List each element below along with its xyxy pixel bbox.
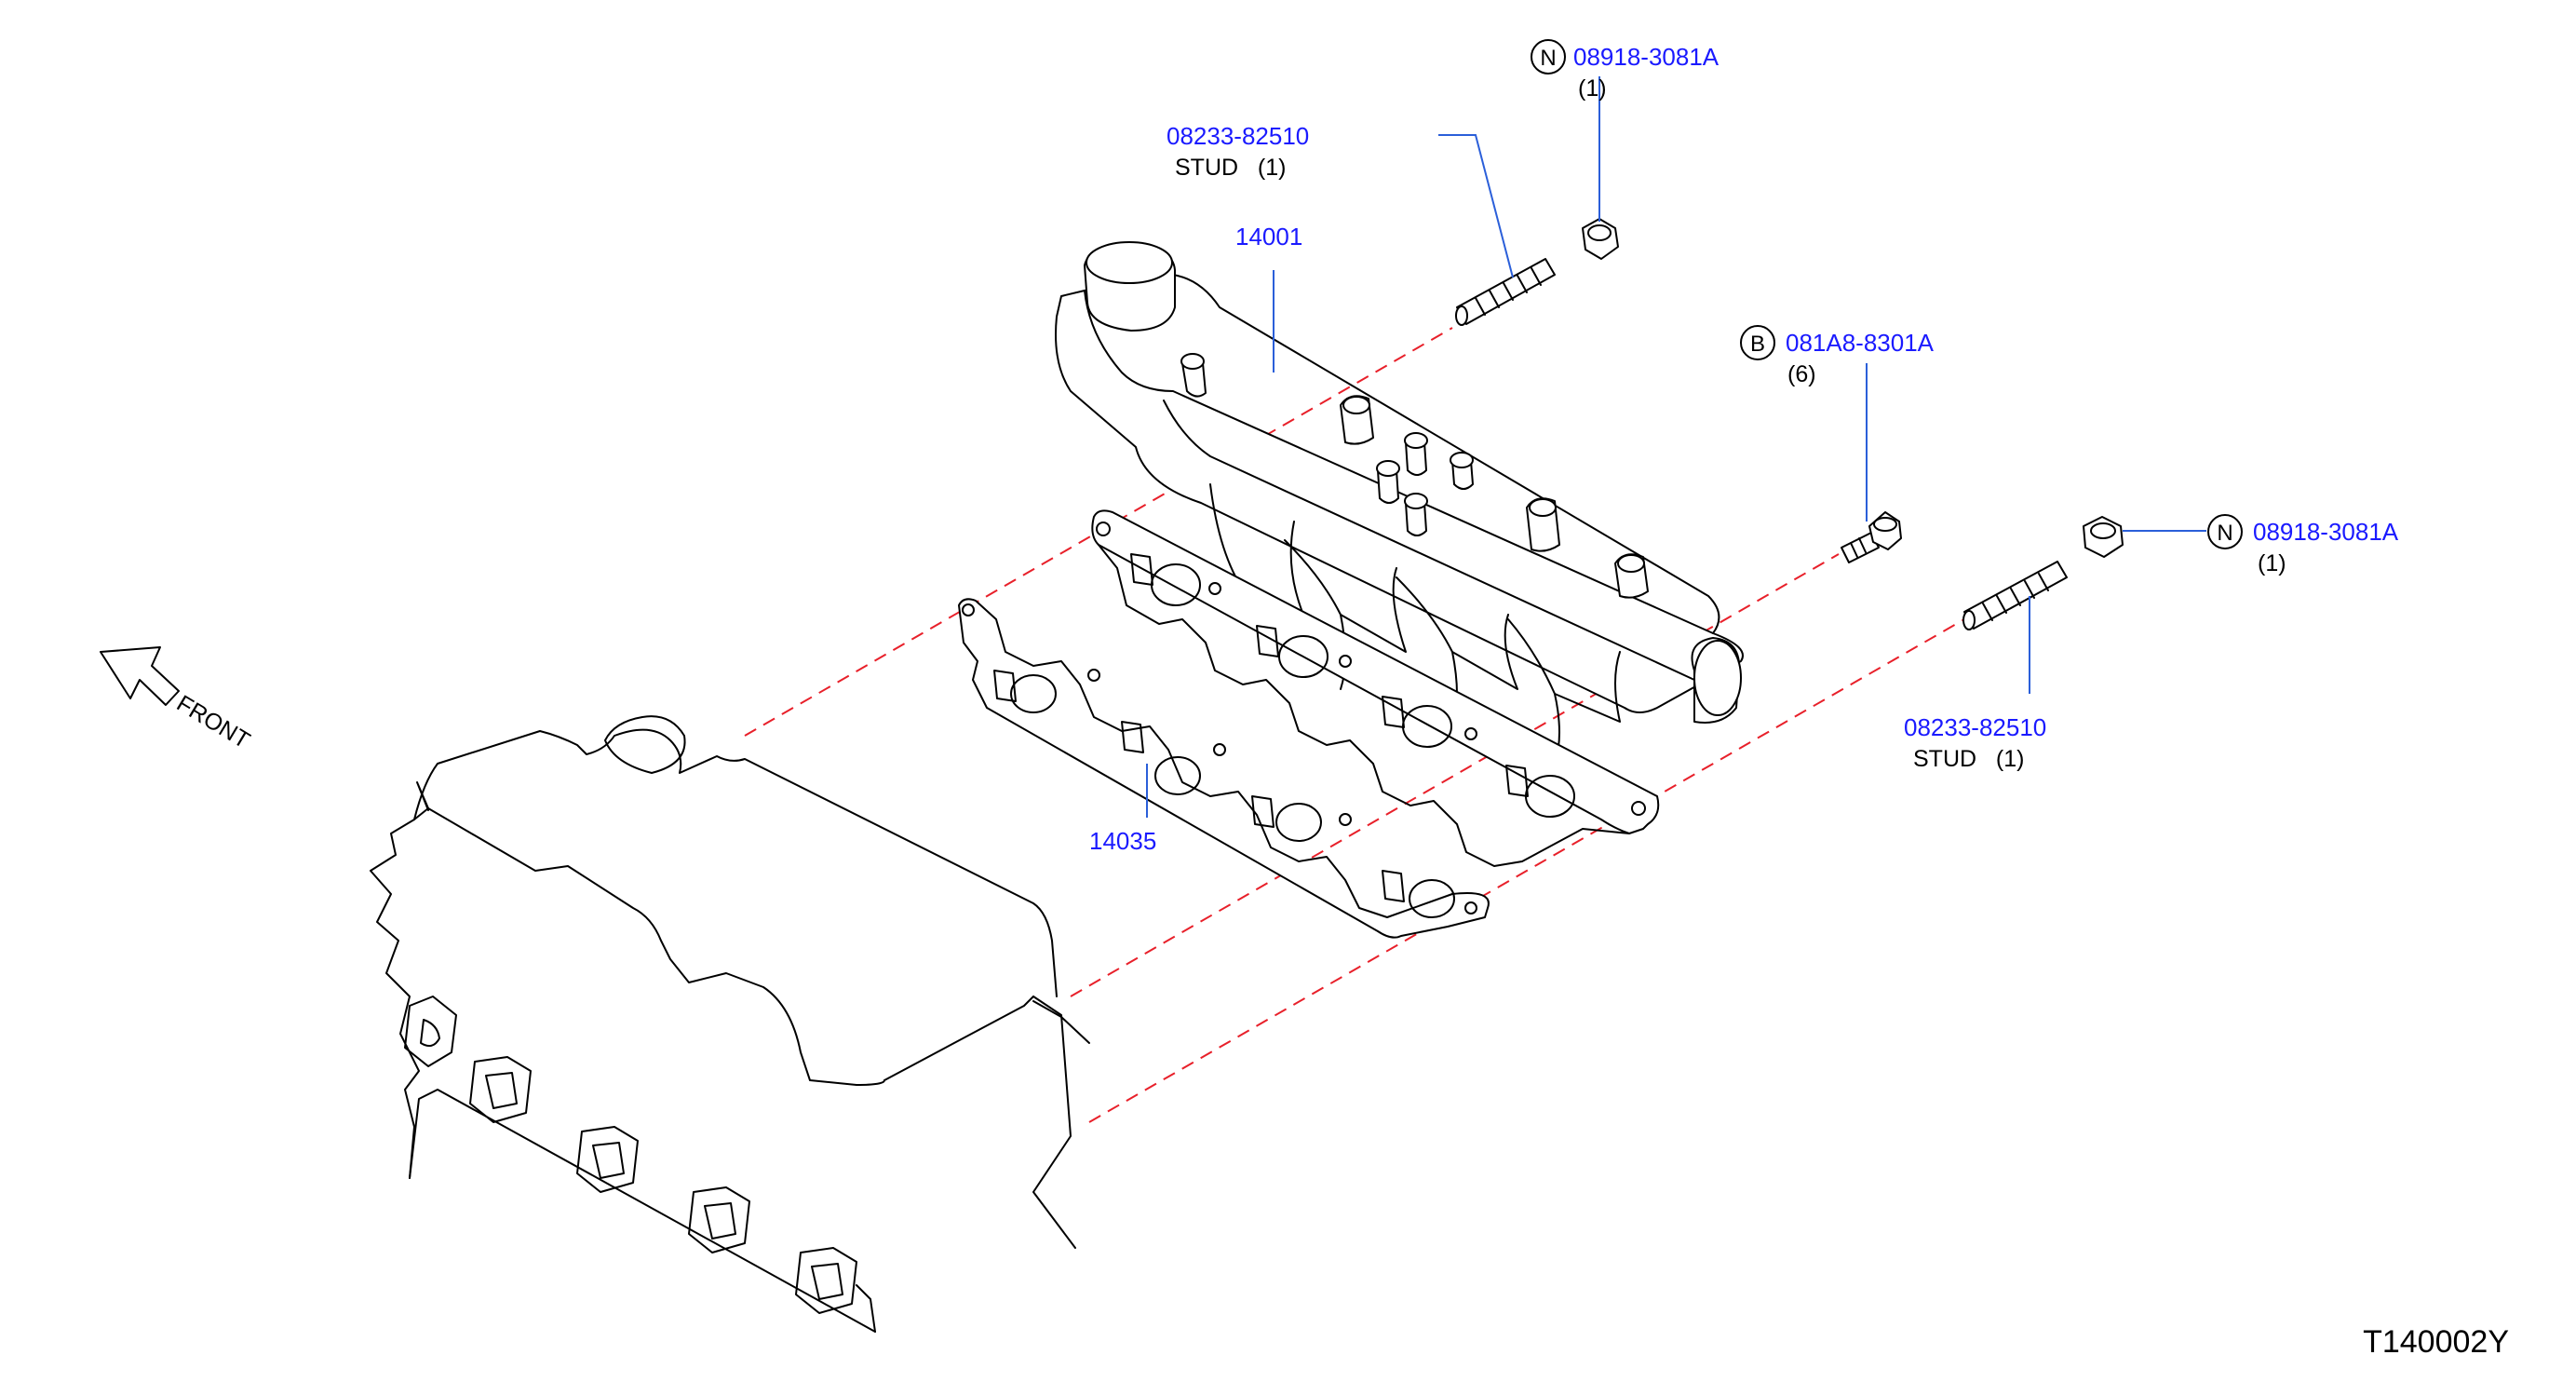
front-label: FRONT	[172, 690, 254, 753]
callout-bolt: B 081A8-8301A (6)	[1740, 325, 1935, 387]
cylinder-head-drawing	[370, 715, 1090, 1333]
bolt-drawing	[1841, 511, 1902, 563]
nut-top-drawing	[1582, 218, 1619, 260]
nut-right-qty: (1)	[2258, 550, 2286, 576]
bolt-qty: (6)	[1787, 361, 1816, 387]
nut-top-part-number: 08918-3081A	[1573, 43, 1720, 71]
callout-nut-right: N 08918-3081A (1)	[2207, 514, 2399, 576]
callout-manifold: 14001	[1235, 223, 1302, 251]
symbol-n-circle	[1531, 39, 1566, 75]
diagram-reference-code: T140002Y	[2363, 1324, 2509, 1360]
nut-top-qty: (1)	[1578, 75, 1607, 102]
symbol-n-circle-right	[2207, 514, 2243, 549]
bolt-part-number: 081A8-8301A	[1786, 329, 1935, 357]
callout-gasket: 14035	[1089, 827, 1156, 855]
stud-top-desc: STUD (1)	[1175, 155, 1286, 181]
symbol-b-circle	[1740, 325, 1775, 360]
stud-bottom-desc: STUD (1)	[1913, 746, 2024, 772]
stud-bottom-drawing	[1962, 561, 2068, 630]
stud-bottom-part-number: 08233-82510	[1904, 713, 2046, 741]
stud-top-drawing	[1455, 258, 1556, 326]
nut-top-symbol: N	[1540, 46, 1556, 71]
nut-right-part-number: 08918-3081A	[2253, 518, 2399, 546]
gasket-drawing	[958, 598, 1490, 939]
callout-stud-top: 08233-82510 STUD (1)	[1167, 122, 1309, 181]
callout-nut-top: N 08918-3081A (1)	[1531, 39, 1720, 102]
leader-lines	[1146, 76, 2206, 818]
manifold-flange-drawing	[1091, 509, 1660, 867]
callout-stud-bottom: 08233-82510 STUD (1)	[1904, 713, 2046, 772]
alignment-lines	[744, 327, 1965, 1123]
gasket-part-number: 14035	[1089, 827, 1156, 855]
nut-right-drawing	[2083, 516, 2124, 558]
nut-right-symbol: N	[2217, 521, 2232, 546]
bolt-symbol: B	[1750, 332, 1765, 357]
stud-top-part-number: 08233-82510	[1167, 122, 1309, 150]
manifold-part-number: 14001	[1235, 223, 1302, 251]
front-arrow: FRONT	[100, 646, 254, 753]
